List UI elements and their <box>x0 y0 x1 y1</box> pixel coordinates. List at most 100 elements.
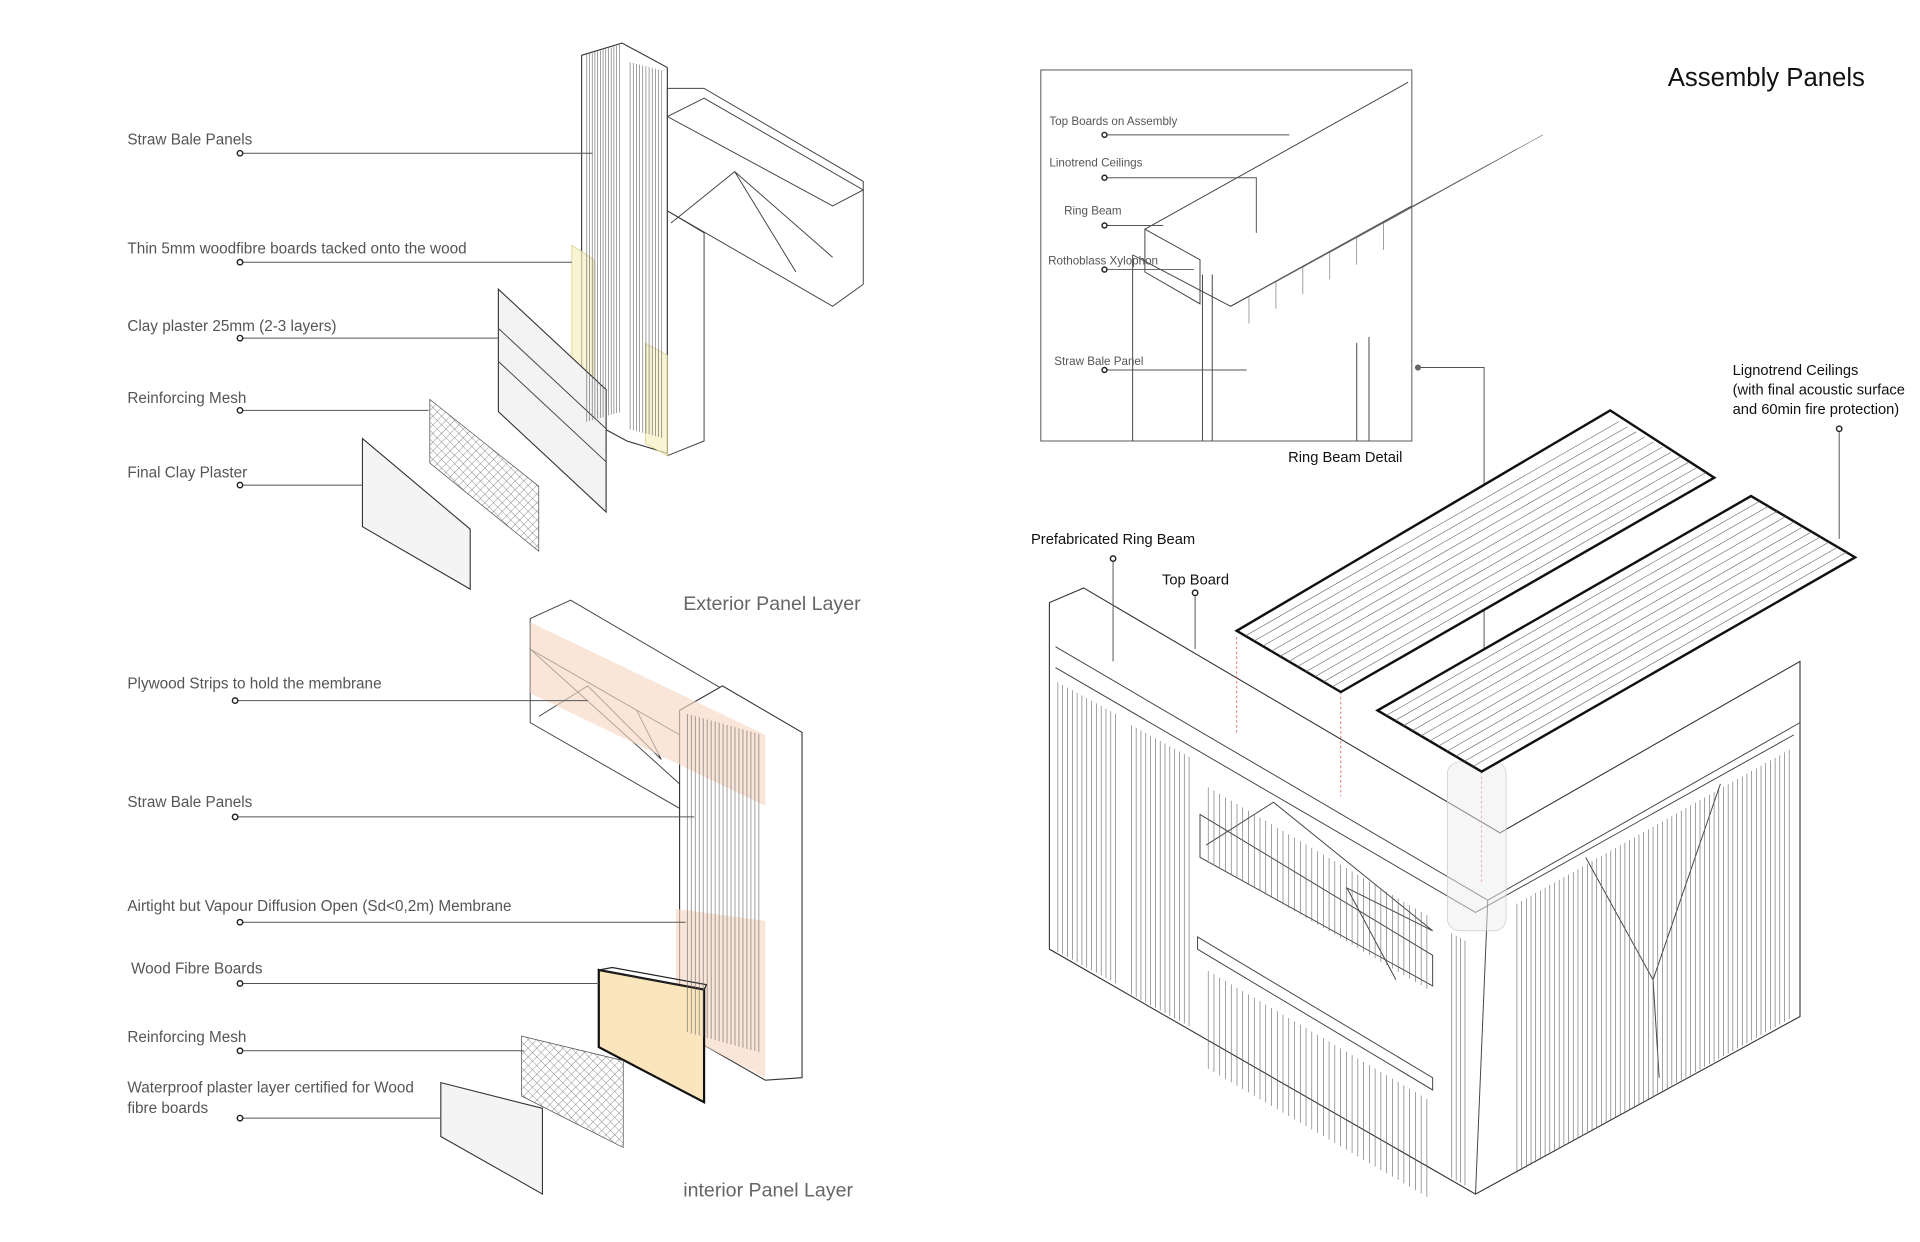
label-waterproof-plaster-line2: fibre boards <box>127 1100 208 1117</box>
leader-dot <box>236 1114 244 1122</box>
ceiling-rib <box>1412 516 1786 732</box>
assembly-box-outline <box>1048 587 1801 1195</box>
detail-top-board-edge <box>1144 81 1409 230</box>
detail-ring-beam <box>1144 228 1201 305</box>
detail-ceiling-edge <box>1132 205 1413 307</box>
detail-callout-leader <box>1417 367 1485 770</box>
assembly-corner-edge <box>1475 900 1489 1195</box>
exterior-caption: Exterior Panel Layer <box>683 593 861 615</box>
leader-dot <box>1101 222 1108 229</box>
ceiling-rib <box>1305 457 1680 672</box>
label-straw-bale-panel: Straw Bale Panel <box>1054 355 1143 368</box>
ext-frame-top <box>666 97 865 207</box>
ceiling-rib <box>1394 506 1769 721</box>
int-plywood-membrane-strip <box>530 622 766 806</box>
ceiling-rib <box>1262 431 1637 647</box>
ext-reinforcing-mesh <box>429 398 540 552</box>
ceiling-rib <box>1297 451 1672 667</box>
label-final-clay-plaster: Final Clay Plaster <box>127 465 247 482</box>
assembly-bracing <box>1205 801 1433 981</box>
assembly-bracing <box>1585 783 1721 1078</box>
leader-line <box>1104 177 1257 233</box>
leader-dot <box>236 1047 244 1055</box>
label-waterproof-plaster-line1: Waterproof plaster layer certified for W… <box>127 1079 414 1096</box>
int-waterproof-plaster <box>440 1081 543 1196</box>
detail-callout-dot <box>1414 364 1422 371</box>
assembly-labels: Lignotrend Ceilings (with final acoustic… <box>1031 363 1905 662</box>
label-clay-plaster: Clay plaster 25mm (2-3 layers) <box>127 318 336 335</box>
label-reinforcing-mesh: Reinforcing Mesh <box>127 1029 246 1046</box>
label-reinforcing-mesh: Reinforcing Mesh <box>127 390 246 407</box>
ceiling-rib <box>1464 546 1838 762</box>
ceiling-rib <box>1279 441 1654 657</box>
interior-labels: Plywood Strips to hold the membrane Stra… <box>127 675 853 1201</box>
leader-dot <box>236 481 244 489</box>
label-top-boards: Top Boards on Assembly <box>1049 115 1177 128</box>
ext-column-inner <box>666 209 705 457</box>
ceiling-rib <box>1429 526 1804 742</box>
ext-clay-plaster <box>497 287 607 514</box>
page-title: Assembly Panels <box>1668 64 1865 92</box>
ext-frame-bracing <box>670 170 833 273</box>
detail-rib <box>1383 134 1544 224</box>
label-ring-beam: Ring Beam <box>1064 204 1122 217</box>
ceiling-rib <box>1323 467 1698 683</box>
ceiling-rib <box>1253 426 1628 642</box>
label-lignotrend-line2: (with final acoustic surface <box>1733 382 1905 398</box>
ext-plaster-layer-line <box>498 361 607 463</box>
label-top-board: Top Board <box>1162 572 1229 588</box>
label-linotrend-ceilings: Linotrend Ceilings <box>1049 157 1142 170</box>
detail-labels: Top Boards on Assembly Linotrend Ceiling… <box>1048 115 1402 466</box>
ceiling-rib <box>1403 511 1778 726</box>
leader-dot <box>1109 555 1117 562</box>
ceiling-rib <box>1314 462 1689 677</box>
label-wood-fibre-boards: Wood Fibre Boards <box>131 961 263 978</box>
leader-dot <box>1101 366 1108 374</box>
leader-dot <box>236 149 244 157</box>
leader-dot <box>231 813 239 821</box>
ext-ring-beam-frame <box>666 87 864 307</box>
leader-dot <box>1101 266 1108 273</box>
assembly-beam <box>1199 813 1434 987</box>
ring-beam-detail-caption: Ring Beam Detail <box>1288 450 1402 466</box>
ceiling-rib <box>1446 536 1821 752</box>
label-rothoblass-xylophon: Rothoblass Xylophon <box>1048 255 1158 268</box>
ceiling-rib <box>1472 551 1847 767</box>
leader-dot <box>236 406 244 414</box>
label-membrane: Airtight but Vapour Diffusion Open (Sd<0… <box>127 898 511 915</box>
int-reinforcing-mesh <box>521 1035 624 1149</box>
exterior-labels: Straw Bale Panels Thin 5mm woodfibre boa… <box>127 132 861 615</box>
leader-dot <box>236 918 244 926</box>
label-plywood-strips: Plywood Strips to hold the membrane <box>127 675 381 692</box>
interior-caption: interior Panel Layer <box>683 1180 853 1202</box>
ceiling-rib <box>1271 436 1646 652</box>
leader-dot <box>1101 131 1108 139</box>
label-woodfibre-boards: Thin 5mm woodfibre boards tacked onto th… <box>127 241 466 258</box>
label-lignotrend-line1: Lignotrend Ceilings <box>1733 363 1859 379</box>
ceiling-rib <box>1386 500 1760 716</box>
ext-woodfibre-board-2 <box>644 342 668 457</box>
ceiling-rib <box>1245 421 1620 637</box>
hatching <box>586 45 1847 1197</box>
leader-dot <box>236 980 244 987</box>
label-straw-bale-panels: Straw Bale Panels <box>127 794 252 811</box>
ext-plaster-layer-line <box>498 327 607 430</box>
int-wood-fibre-board-edge <box>598 966 708 991</box>
ceiling-rib <box>1438 531 1812 747</box>
leader-dot <box>236 334 244 342</box>
leader-dot <box>1101 174 1108 181</box>
detail-callout-highlight <box>1446 761 1507 932</box>
label-straw-bale-panels: Straw Bale Panels <box>127 132 252 149</box>
leader-dot <box>1835 425 1843 433</box>
leader-dot <box>1191 589 1199 597</box>
ceiling-rib <box>1420 521 1795 737</box>
assembly-beam <box>1197 936 1434 1091</box>
leader-dot <box>231 697 239 705</box>
ring-beam-detail-frame <box>1040 69 1413 442</box>
ceiling-rib <box>1455 541 1830 757</box>
ceiling-rib <box>1288 446 1663 662</box>
label-lignotrend-line3: and 60min fire protection) <box>1733 402 1900 418</box>
leader-dot <box>236 258 244 266</box>
